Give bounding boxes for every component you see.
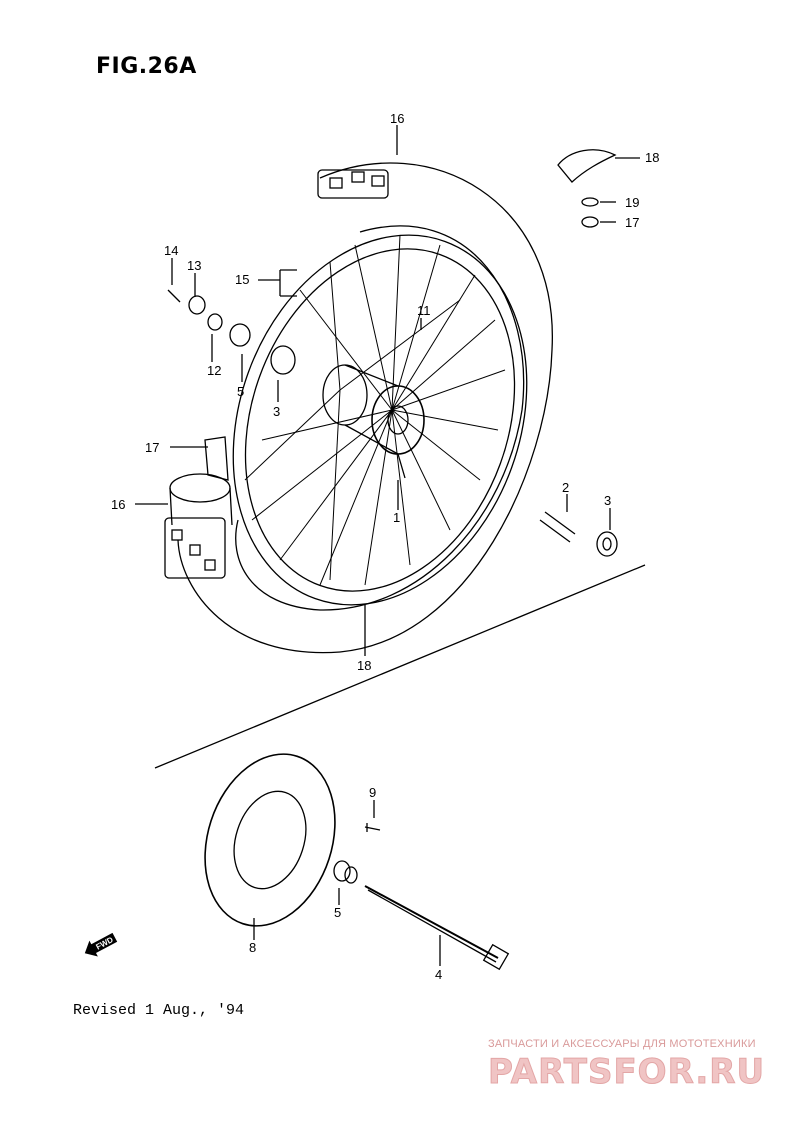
rim-inner [244,248,516,592]
callout-1: 1 [393,510,400,525]
figure-title: FIG.26A [96,54,197,79]
tire-inner [235,225,525,611]
callout-9: 12 [207,363,221,378]
callout-17: 18 [645,150,659,165]
callout-15: 18 [357,658,371,673]
watermark-brand: PARTSFOR.RU [487,1052,766,1093]
callout-11: 14 [164,243,178,258]
spokes [244,234,506,586]
callout-2: 2 [562,480,569,495]
watermark-tagline: ЗАПЧАСТИ И АКСЕССУАРЫ ДЛЯ МОТОТЕХНИКИ [488,1038,756,1050]
callout-3-upper: 3 [273,404,280,419]
callout-16: 15 [235,272,249,287]
callout-6: 8 [249,940,256,955]
callout-5-upper: 5 [237,384,244,399]
fwd-arrow-icon: FWD [84,932,118,957]
callout-3-lower: 3 [604,493,611,508]
callout-12: 16 [390,111,404,126]
callout-5-lower: 5 [334,905,341,920]
rim-outer [232,234,528,606]
callout-19: 17 [625,215,639,230]
callout-8: 11 [417,303,431,318]
callout-18: 19 [625,195,639,210]
callout-10: 13 [187,258,201,273]
callout-13: 16 [111,497,125,512]
brake-disc-outer [204,753,336,927]
hub-flange-left [322,364,368,426]
callout-14: 17 [145,440,159,455]
revision-note: Revised 1 Aug., '94 [73,1002,245,1019]
callout-4: 4 [435,967,442,982]
callout-7: 9 [369,785,376,800]
tire-outline [177,162,553,654]
